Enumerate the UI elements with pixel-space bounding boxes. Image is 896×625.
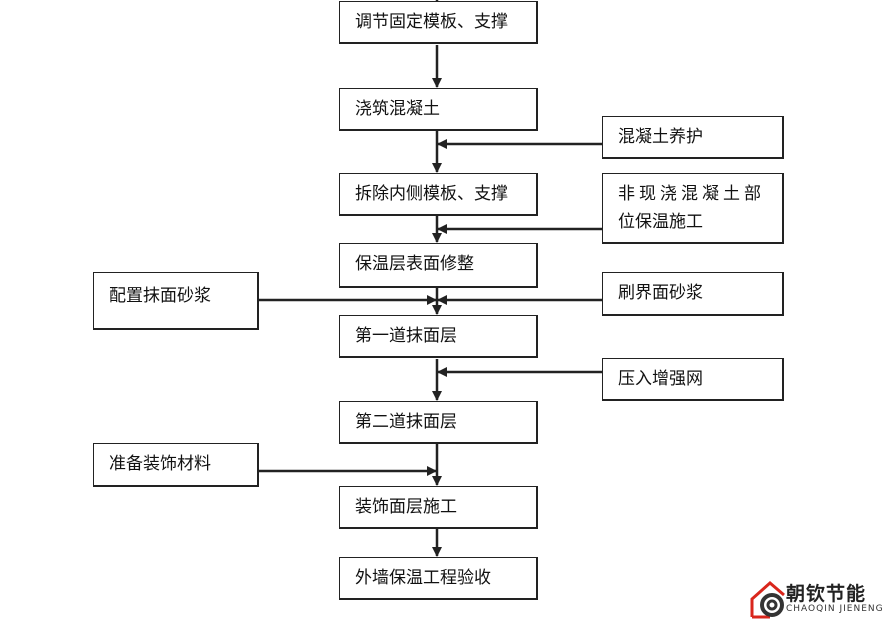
- step-box: 第一道抹面层: [339, 315, 538, 358]
- input-label: 压入增强网: [618, 369, 703, 389]
- step-label: 保温层表面修整: [355, 254, 474, 274]
- step-box: 拆除内侧模板、支撑: [339, 173, 538, 216]
- input-label: 刷界面砂浆: [618, 283, 703, 303]
- step-box: 保温层表面修整: [339, 243, 538, 288]
- logo-subtext: CHAOQIN JIENENG: [786, 604, 884, 614]
- step-box: 浇筑混凝土: [339, 88, 538, 131]
- step-box: 装饰面层施工: [339, 486, 538, 529]
- step-label: 第一道抹面层: [355, 326, 457, 346]
- step-box: 调节固定模板、支撑: [339, 1, 538, 44]
- step-box: 第二道抹面层: [339, 401, 538, 444]
- step-label: 浇筑混凝土: [355, 99, 440, 119]
- input-label: 位保温施工: [618, 212, 703, 232]
- logo: 朝钦节能 CHAOQIN JIENENG: [750, 577, 890, 621]
- input-box: 配置抹面砂浆: [93, 272, 259, 330]
- step-label: 外墙保温工程验收: [355, 568, 491, 588]
- logo-text: 朝钦节能: [786, 583, 867, 605]
- input-label: 非现浇混凝土部: [618, 184, 765, 204]
- input-box: 混凝土养护: [602, 116, 784, 159]
- input-label: 配置抹面砂浆: [109, 286, 211, 306]
- step-box: 外墙保温工程验收: [339, 557, 538, 600]
- step-label: 第二道抹面层: [355, 412, 457, 432]
- house-logo-icon: [750, 581, 785, 619]
- step-label: 装饰面层施工: [355, 497, 457, 517]
- input-box: 刷界面砂浆: [602, 272, 784, 316]
- step-label: 拆除内侧模板、支撑: [355, 184, 508, 204]
- input-box: 非现浇混凝土部位保温施工: [602, 173, 784, 244]
- step-label: 调节固定模板、支撑: [355, 12, 508, 32]
- input-box: 准备装饰材料: [93, 443, 259, 487]
- input-label: 准备装饰材料: [109, 454, 211, 474]
- input-label: 混凝土养护: [618, 127, 703, 147]
- input-box: 压入增强网: [602, 358, 784, 401]
